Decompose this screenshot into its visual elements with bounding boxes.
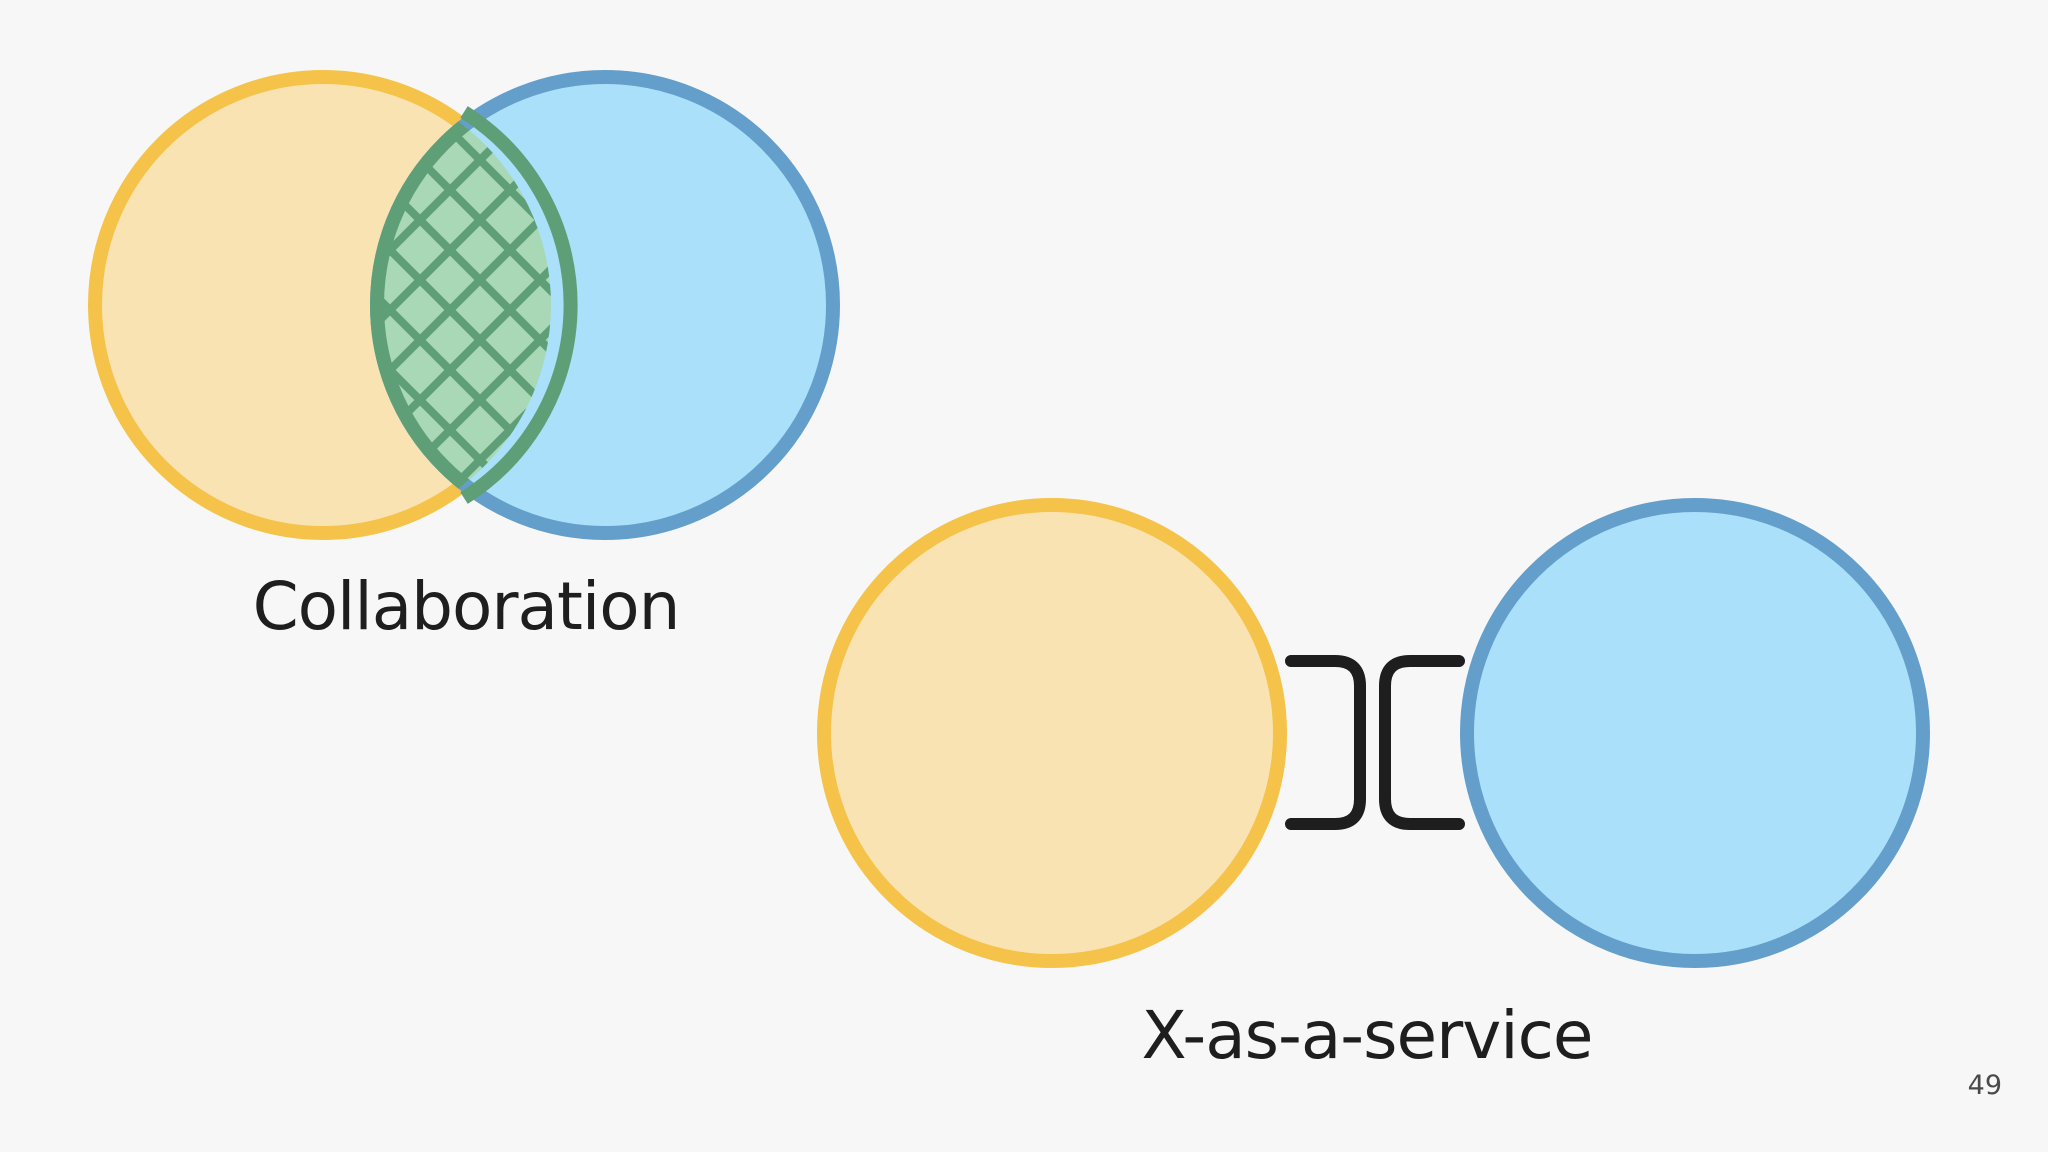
service-connector-icon: [1285, 655, 1465, 830]
consumer-circle: [817, 498, 1287, 968]
xaas-diagram: X-as-a-service: [817, 498, 1930, 1074]
overlap-outline-right: [460, 106, 578, 504]
collaboration-label: Collaboration: [253, 568, 680, 645]
overlap-outline: [370, 77, 551, 533]
connector-right-bracket: [1379, 655, 1465, 830]
xaas-label: X-as-a-service: [1141, 997, 1592, 1074]
provider-circle: [1460, 498, 1930, 968]
collaboration-diagram: Collaboration: [88, 70, 840, 645]
page-number: 49: [1967, 1070, 2002, 1101]
connector-left-bracket: [1285, 655, 1366, 830]
